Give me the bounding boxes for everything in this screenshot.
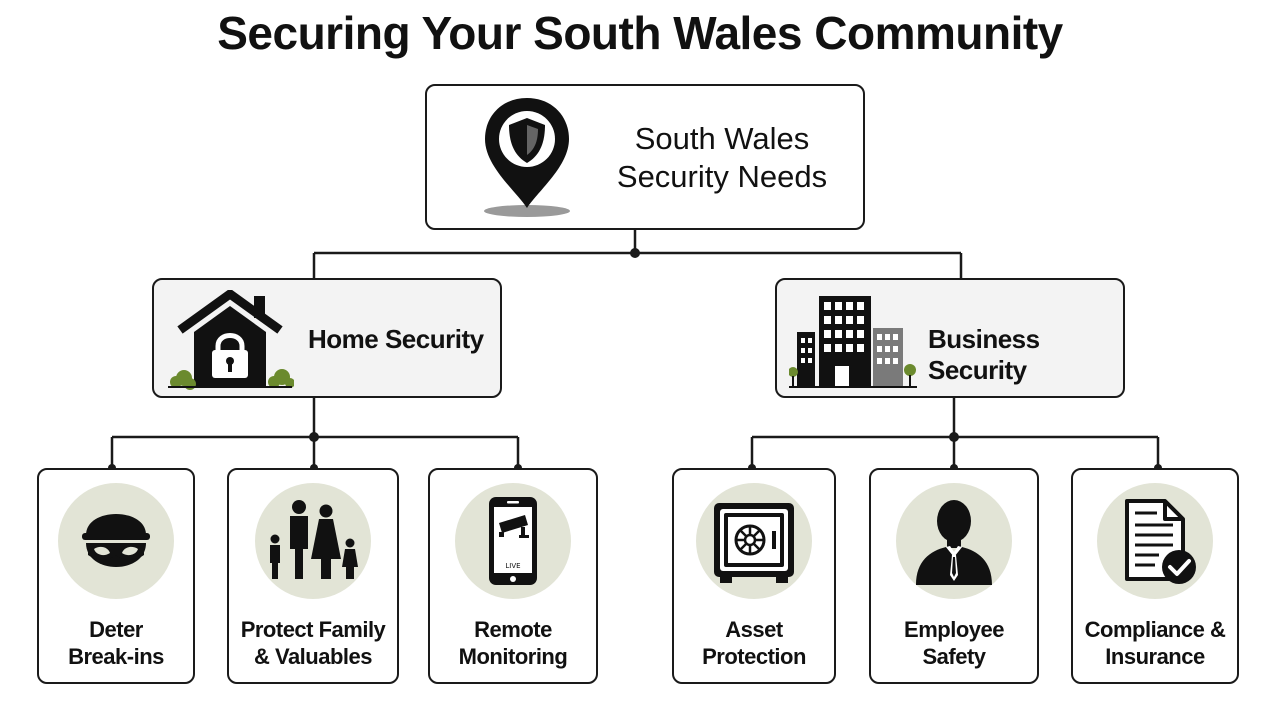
leaf-label: Asset Protection <box>674 616 834 670</box>
diagram-title: Securing Your South Wales Community <box>217 7 1063 59</box>
leaf-label-line2: & Valuables <box>253 644 373 669</box>
leaf-label: Remote Monitoring <box>430 616 596 670</box>
leaf-label-line2: Break-ins <box>68 644 164 669</box>
leaf-label: Deter Break-ins <box>39 616 193 670</box>
leaf-label-line1: Remote <box>474 617 552 642</box>
leaf-asset-protection: Asset Protection <box>672 468 836 684</box>
leaf-label: Compliance & Insurance <box>1073 616 1237 670</box>
icon-circle <box>896 483 1012 599</box>
location-shield-icon <box>484 98 570 217</box>
leaf-label: Employee Safety <box>871 616 1037 670</box>
root-label-line1: South Wales <box>634 121 810 156</box>
live-label: LIVE <box>505 562 520 570</box>
icon-circle: LIVE <box>455 483 571 599</box>
leaf-label-line1: Compliance & <box>1084 617 1226 642</box>
office-buildings-icon <box>789 296 917 388</box>
leaf-label-line1: Deter <box>89 617 143 642</box>
icon-circle <box>255 483 371 599</box>
leaf-label-line2: Insurance <box>1105 644 1205 669</box>
leaf-label: Protect Family & Valuables <box>229 616 397 670</box>
safe-icon <box>714 503 794 583</box>
leaf-label-line1: Employee <box>904 617 1004 642</box>
root-label: South Wales Security Needs <box>597 120 847 196</box>
family-icon <box>270 500 358 579</box>
leaf-remote-monitoring: LIVE Remote Monitoring <box>428 468 598 684</box>
root-node: South Wales Security Needs <box>425 84 865 230</box>
category-label: Home Security <box>308 324 484 354</box>
category-business-security: Business Security <box>775 278 1125 398</box>
leaf-label-line2: Protection <box>702 644 806 669</box>
document-check-icon <box>1125 499 1196 584</box>
leaf-employee-safety: Employee Safety <box>869 468 1039 684</box>
icon-circle <box>58 483 174 599</box>
icon-circle <box>696 483 812 599</box>
category-home-security: Home Security <box>152 278 502 398</box>
leaf-label-line2: Safety <box>922 644 986 669</box>
leaf-compliance-insurance: Compliance & Insurance <box>1071 468 1239 684</box>
leaf-label-line2: Monitoring <box>458 644 568 669</box>
category-label: Business Security <box>928 324 1040 385</box>
house-lock-icon <box>168 290 294 390</box>
icon-circle <box>1097 483 1213 599</box>
employee-icon <box>916 500 992 585</box>
root-label-line2: Security Needs <box>616 159 828 194</box>
leaf-deter-break-ins: Deter Break-ins <box>37 468 195 684</box>
leaf-label-line1: Protect Family <box>240 617 386 642</box>
leaf-protect-family: Protect Family & Valuables <box>227 468 399 684</box>
burglar-mask-icon <box>82 514 150 567</box>
phone-cctv-icon: LIVE <box>489 497 537 585</box>
leaf-label-line1: Asset <box>725 617 783 642</box>
